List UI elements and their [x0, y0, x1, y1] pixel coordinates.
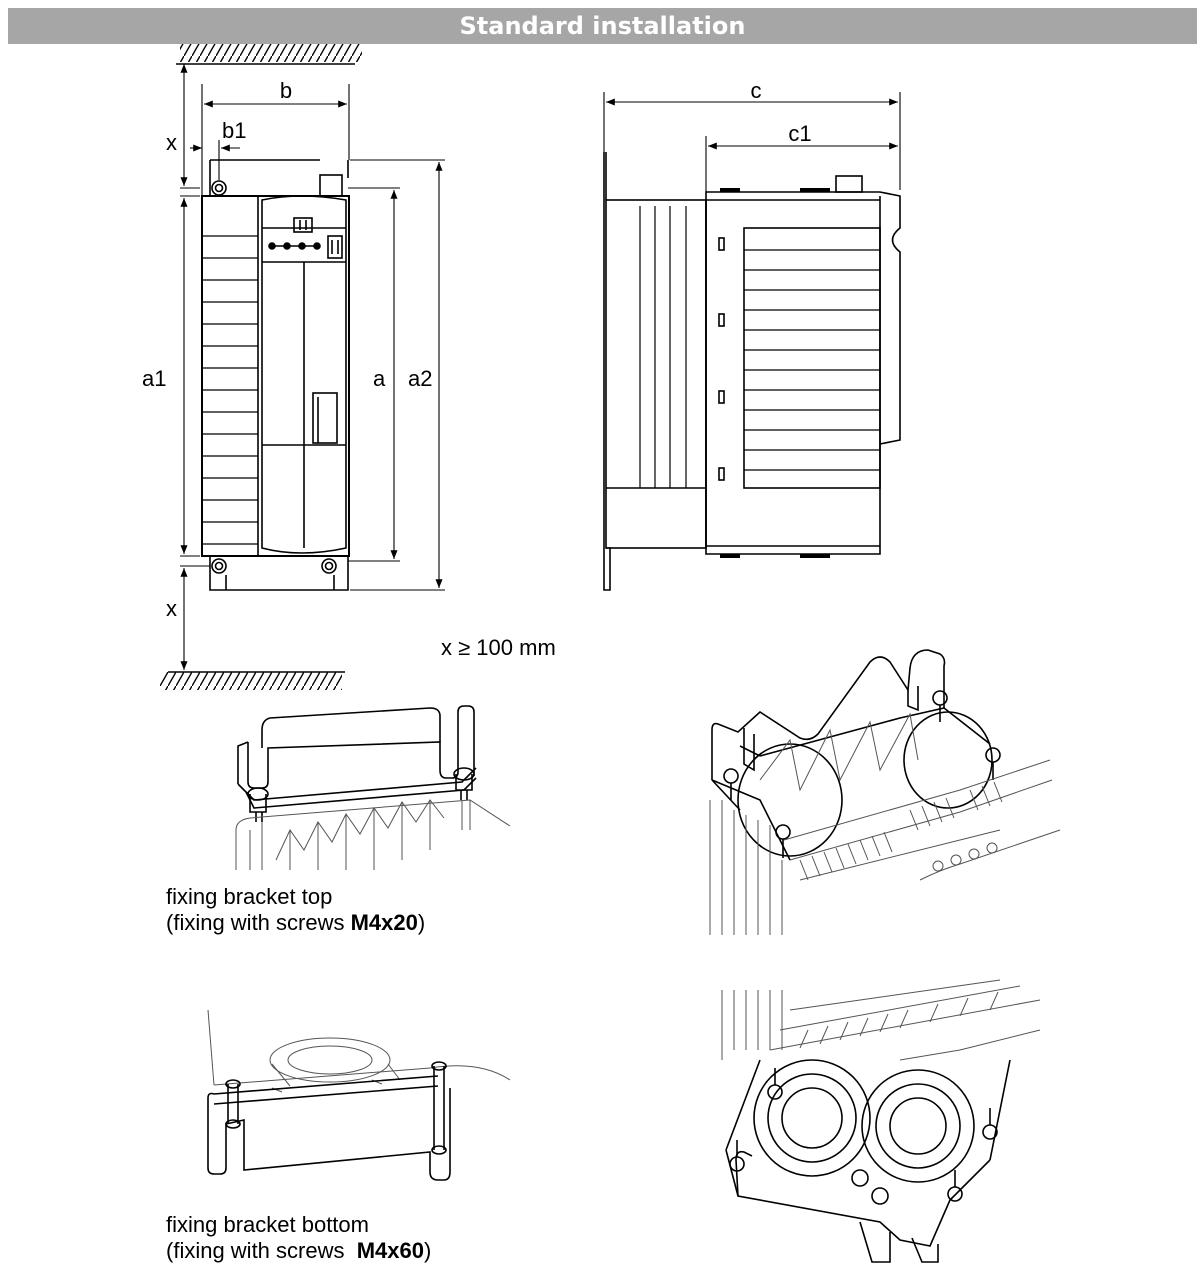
screw-icon: [453, 767, 475, 800]
dim-label-a1: a1: [142, 366, 166, 391]
front-view: [160, 44, 445, 690]
section-title: Standard installation: [459, 12, 746, 40]
section-header: Standard installation: [8, 8, 1197, 44]
dim-label-c1: c1: [788, 121, 811, 146]
screw-icon: [431, 1061, 447, 1155]
bracket-bottom-illustration: [207, 1009, 511, 1181]
screw-icon: [247, 787, 269, 822]
screw-icon: [723, 768, 739, 800]
clearance-note: x ≥ 100 mm: [441, 635, 556, 660]
caption-bracket-bottom: fixing bracket bottom (fixing with screw…: [166, 1212, 431, 1264]
screw-icon: [775, 824, 791, 858]
screw-spec-top: M4x20: [350, 910, 418, 935]
screw-icon: [947, 1170, 963, 1202]
floor-hatch: [160, 671, 345, 690]
dim-label-a2: a2: [408, 366, 432, 391]
caption-bracket-top: fixing bracket top (fixing with screws M…: [166, 884, 425, 936]
screw-icon: [225, 1079, 241, 1129]
caption-top-line1: fixing bracket top: [166, 884, 333, 909]
caption-bottom-line1: fixing bracket bottom: [166, 1212, 369, 1237]
screw-icon: [729, 1140, 745, 1172]
dim-label-x-bottom: x: [166, 596, 177, 621]
bracket-bottom-3d-illustration: [721, 979, 1041, 1263]
screw-spec-bottom: M4x60: [356, 1238, 424, 1263]
ceiling-hatch: [176, 44, 362, 65]
bracket-top-3d-illustration: [709, 649, 1061, 935]
screw-icon: [932, 690, 948, 722]
dim-label-x-top: x: [166, 130, 177, 155]
screw-icon: [767, 1068, 783, 1100]
dim-label-c: c: [751, 78, 762, 103]
screw-icon: [985, 747, 1001, 780]
screw-icon: [982, 1108, 998, 1140]
bracket-top-illustration: [235, 705, 511, 870]
side-view: [603, 92, 901, 591]
caption-bottom-line2: (fixing with screws M4x60): [166, 1238, 432, 1263]
caption-top-line2: (fixing with screws M4x20): [166, 910, 426, 935]
dim-label-b1: b1: [222, 118, 246, 143]
dim-label-b: b: [280, 78, 292, 103]
dim-label-a: a: [373, 366, 386, 391]
